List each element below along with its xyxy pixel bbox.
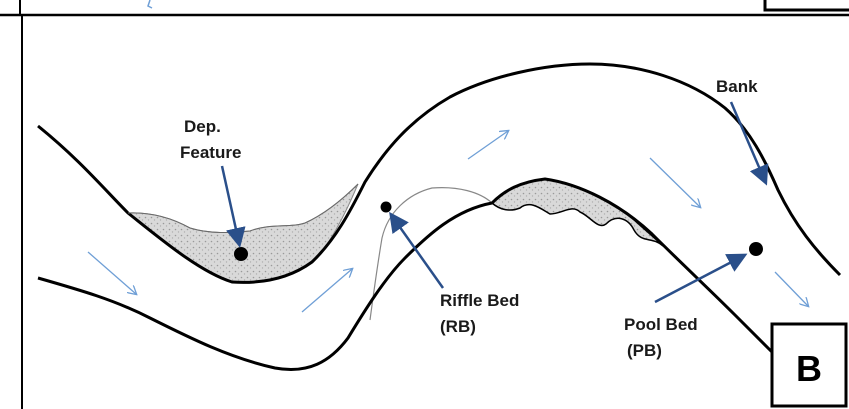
deposit-inner-edge xyxy=(127,183,359,234)
flow-arrow xyxy=(467,131,508,160)
riffle-bed-pointer-arrow xyxy=(389,211,445,289)
riffle-bed-label-line1: Riffle Bed xyxy=(440,291,519,310)
pool-bed-point xyxy=(749,242,763,256)
flow-arrow xyxy=(301,269,352,313)
upper-bank xyxy=(37,62,842,284)
dep-feature-pointer-arrow xyxy=(220,165,246,248)
flow-arrow xyxy=(774,271,808,306)
riffle-crosssection-line xyxy=(369,187,493,321)
flow-arrow xyxy=(87,251,136,294)
panel-letter: B xyxy=(796,348,822,389)
riffle-bed-point xyxy=(380,201,392,213)
lower-bank xyxy=(37,177,777,371)
bank-pointer-arrow xyxy=(729,101,769,186)
bank-label: Bank xyxy=(716,77,758,96)
pool-bed-pointer-arrow xyxy=(654,253,748,304)
dep-feature-label-line2: Feature xyxy=(180,143,241,162)
pool-bed-label-line1: Pool Bed xyxy=(624,315,698,334)
flow-arrow xyxy=(649,157,700,207)
panel-label-box: B xyxy=(770,322,848,408)
riffle-bed-label-line2: (RB) xyxy=(440,317,476,336)
dep-feature-point xyxy=(234,247,248,261)
depositional-feature-sediment xyxy=(126,183,359,283)
point-bar-sediment xyxy=(490,178,664,247)
dep-feature-label-line1: Dep. xyxy=(184,117,221,136)
pool-bed-label-line2: (PB) xyxy=(627,341,662,360)
